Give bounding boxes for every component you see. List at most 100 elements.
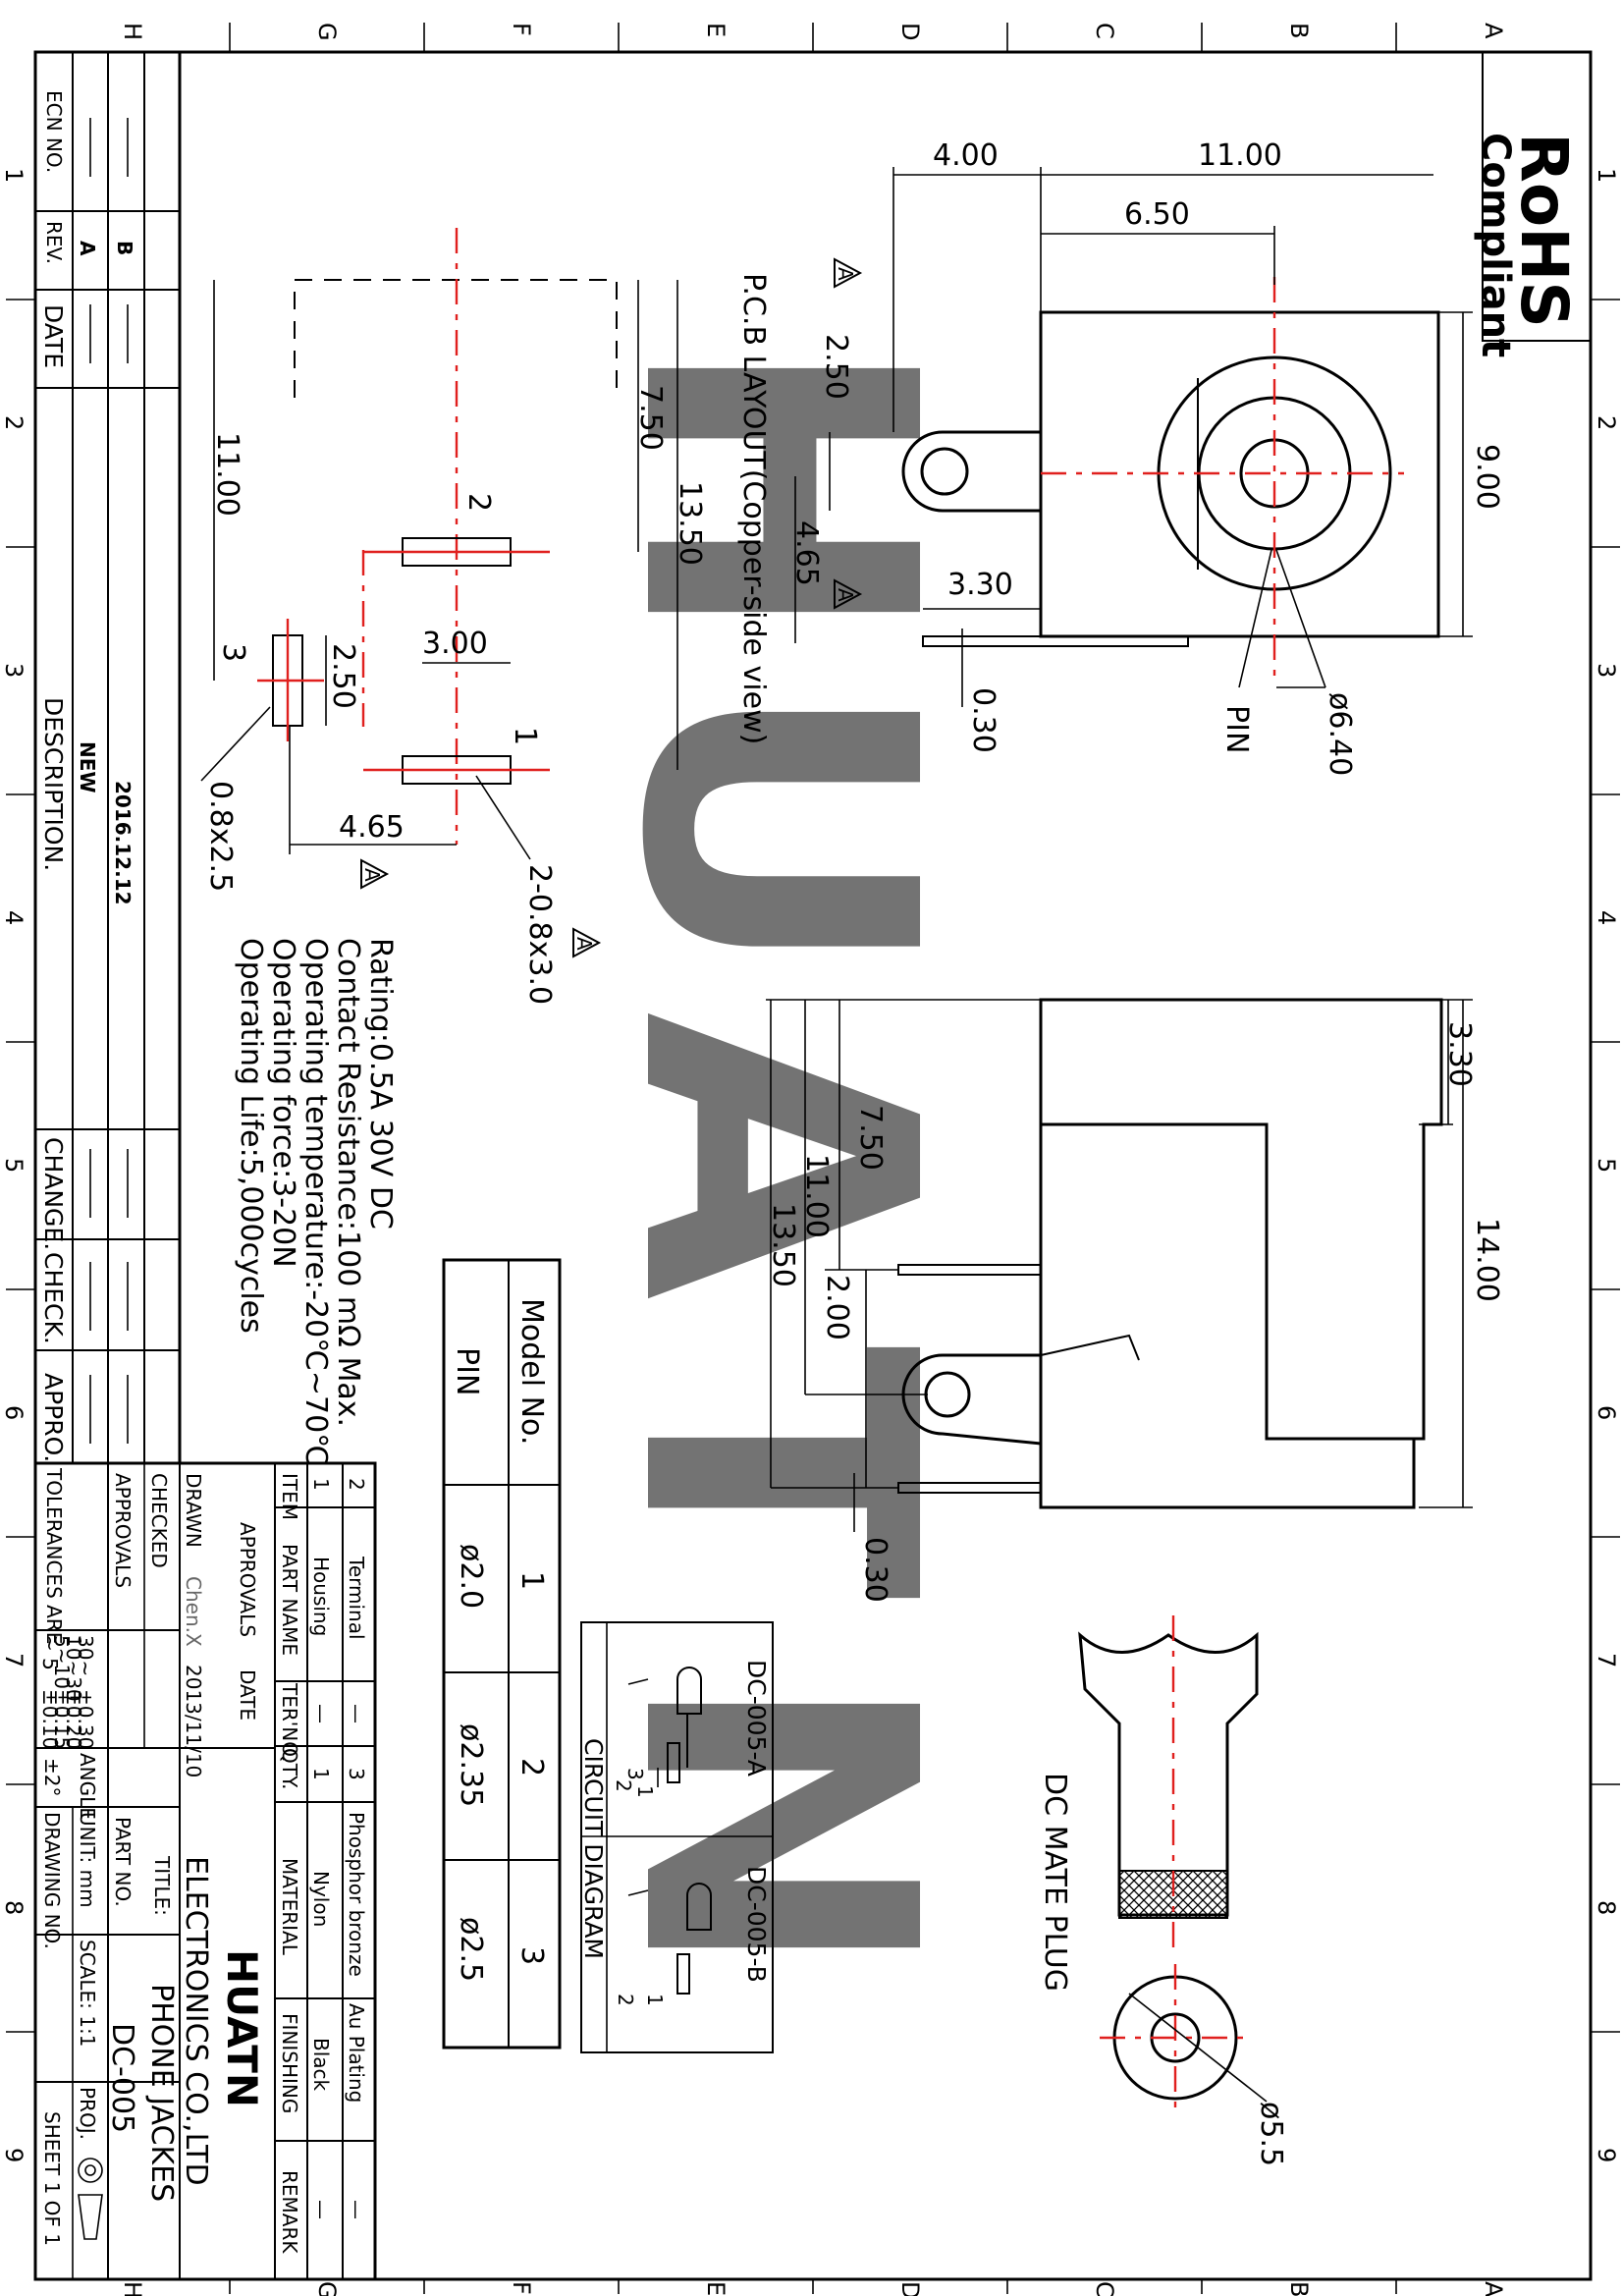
bom-row1-item: 1	[309, 1478, 333, 1491]
pcb-dim-11-00: 11.00	[210, 432, 244, 517]
title-block: ITEM PART NAME TER'NO. QTY. MATERIAL FIN…	[33, 1461, 377, 2281]
pcb-dim-2-50: 2.50	[326, 643, 360, 709]
side-dim-7-50: 7.50	[853, 1105, 888, 1171]
mate-plug-dia: ø5.5	[1254, 2102, 1288, 2166]
bom-row1-finishing: Black	[309, 2038, 333, 2092]
border-col-label: 9	[0, 2148, 27, 2162]
circuit-title: CIRCUIT DIAGRAM	[579, 1738, 608, 1959]
model-header: Model No.	[514, 1298, 549, 1445]
spec-operating-force: Operating force:3-20N	[266, 938, 300, 1268]
tb-company-full: ELECTRONICS CO.,LTD	[179, 1856, 213, 2186]
tb-sheet: SHEET 1 OF 1	[40, 2111, 64, 2246]
pcb-slot-small: 0.8x2.5	[203, 781, 238, 892]
border-col-label: 4	[1593, 910, 1620, 925]
dim-top-4-65: 4.65	[789, 520, 824, 586]
rev-desc-a: NEW	[76, 741, 99, 793]
pcb-layout: P.C.B LAYOUT(Copper-side view) 7.50 13.5…	[200, 228, 863, 1005]
model-col-3: 3	[514, 1946, 549, 1965]
pcb-dim-13-50: 13.50	[673, 481, 707, 566]
bom-header-item: ITEM	[278, 1473, 301, 1520]
border-col-label: 3	[0, 663, 27, 678]
tb-drawn-name: Chen.X	[182, 1576, 205, 1647]
bom-header-part-name: PART NAME	[278, 1544, 301, 1656]
revision-table: ECN NO. REV. DATE DESCRIPTION. CHANGE. C…	[35, 52, 182, 1464]
border-row-label: B	[1285, 2281, 1313, 2296]
bom-header-ter-no: TER'NO.	[278, 1682, 301, 1763]
bom-row2-material: Phosphor bronze	[345, 1812, 368, 1977]
bom-header-material: MATERIAL	[278, 1858, 301, 1956]
border-col-label: 1	[1593, 168, 1620, 183]
side-dim-13-50: 13.50	[766, 1203, 800, 1287]
circuit-a-pin-2: 2	[612, 1779, 635, 1792]
rev-row-b: B	[113, 241, 136, 255]
border-row-label: B	[1285, 23, 1313, 38]
tb-angle-value: ±2°	[40, 1758, 64, 1796]
bom-row2-item: 2	[345, 1478, 368, 1491]
bom-header-qty: QTY.	[278, 1748, 301, 1789]
border-row-label: C	[1091, 23, 1118, 39]
rev-mark-4: A	[572, 927, 602, 958]
spec-rating: Rating:0.5A 30V DC	[363, 938, 398, 1230]
rev-row-a: A	[76, 241, 99, 256]
side-dim-3-30: 3.30	[1442, 1021, 1477, 1087]
rohs-subtitle: Compliant	[1473, 133, 1518, 357]
mate-plug-label: DC MATE PLUG	[1038, 1773, 1072, 1992]
pin-value-1: ø2.0	[454, 1544, 488, 1609]
pcb-pad-3: 3	[216, 643, 250, 662]
watermark: H U A T N	[560, 334, 995, 1982]
tb-tol-range-2: 10~30	[62, 1635, 85, 1702]
bom-row1-ter: —	[309, 1704, 333, 1723]
rev-header-rev: REV.	[42, 221, 66, 264]
side-dim-14-00: 14.00	[1470, 1218, 1504, 1302]
tb-drawing-no: DRAWING NO.	[40, 1812, 64, 1949]
projection-symbol-icon	[78, 2158, 103, 2240]
border-row-label: H	[119, 23, 146, 40]
border-col-label: 9	[1593, 2148, 1620, 2162]
bom-row2-ter: —	[345, 1704, 368, 1723]
border-col-label: 1	[0, 168, 27, 183]
border-row-label: D	[896, 23, 924, 40]
model-col-1: 1	[514, 1571, 549, 1590]
pcb-pad-1: 1	[508, 727, 542, 745]
border-col-label: 5	[1593, 1158, 1620, 1173]
border-col-label: 2	[1593, 415, 1620, 430]
watermark-letter-2: U	[560, 678, 995, 981]
bom-row1-qty: 1	[309, 1768, 333, 1780]
border-row-label: H	[119, 2281, 146, 2296]
tb-tol-label: TOLERANCES ARE	[42, 1467, 66, 1644]
bom-row2-name: Terminal	[345, 1556, 368, 1640]
tb-tol-range-3: 5~10	[50, 1635, 74, 1689]
tb-title-value: PHONE JACKES	[144, 1984, 179, 2202]
jack-side-view: 3.30 14.00 7.50 11.00 13.50 2.00 0.30	[766, 998, 1504, 1603]
rev-desc-b: 2016.12.12	[111, 781, 135, 905]
tb-tol-range-1: 30~	[74, 1635, 97, 1676]
bom-row1-remark: —	[309, 2200, 333, 2219]
side-dim-11-00: 11.00	[799, 1154, 834, 1238]
watermark-letter-5: N	[560, 1669, 995, 1982]
bom-row2-remark: —	[345, 2200, 368, 2219]
rev-header-date: DATE	[39, 304, 68, 368]
border-col-label: 5	[0, 1158, 27, 1173]
bom-header-remark: REMARK	[278, 2170, 301, 2254]
rev-mark-2: A	[834, 578, 863, 610]
border-col-label: 6	[0, 1405, 27, 1420]
tb-drawn-date: 2013/11/10	[182, 1665, 205, 1777]
dim-top-4-00: 4.00	[933, 138, 999, 173]
border-row-label: F	[508, 2281, 535, 2295]
border-row-label: C	[1091, 2281, 1118, 2296]
pcb-dim-4-65: 4.65	[339, 810, 405, 845]
tb-proj: PROJ.	[76, 2087, 99, 2140]
circuit-b-pin-1: 1	[643, 1994, 667, 2006]
tb-scale: SCALE: 1:1	[76, 1940, 99, 2047]
tb-tol-val-1: ±0.30	[74, 1689, 97, 1749]
border-col-label: 3	[1593, 663, 1620, 678]
dim-top-6-50: 6.50	[1124, 197, 1190, 232]
border-row-label: F	[508, 23, 535, 36]
pin-value-2: ø2.35	[454, 1723, 488, 1807]
circuit-a-pin-1: 1	[633, 1785, 657, 1798]
spec-contact-resistance: Contact Resistance:100 mΩ Max.	[331, 938, 365, 1427]
dim-top-2-50: 2.50	[819, 334, 853, 400]
watermark-letter-1: H	[560, 334, 995, 646]
